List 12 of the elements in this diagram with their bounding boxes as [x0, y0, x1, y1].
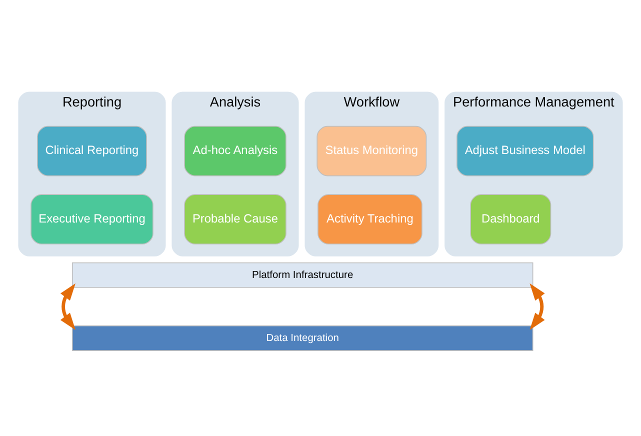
node-box: Ad-hoc Analysis — [184, 126, 286, 176]
node-box: Dashboard — [470, 194, 552, 244]
node-box: Status Monitoring — [316, 126, 427, 176]
node-box: Adjust Business Model — [456, 126, 594, 176]
node-box: Probable Cause — [184, 194, 286, 244]
node-box: Clinical Reporting — [36, 126, 147, 176]
node-box: Platform Infrastructure — [72, 262, 534, 288]
arrow — [530, 283, 545, 330]
arrow — [60, 283, 76, 330]
node-box: Activity Traching — [318, 194, 422, 244]
node-box: Data Integration — [72, 325, 534, 352]
node-box: Executive Reporting — [30, 194, 154, 244]
